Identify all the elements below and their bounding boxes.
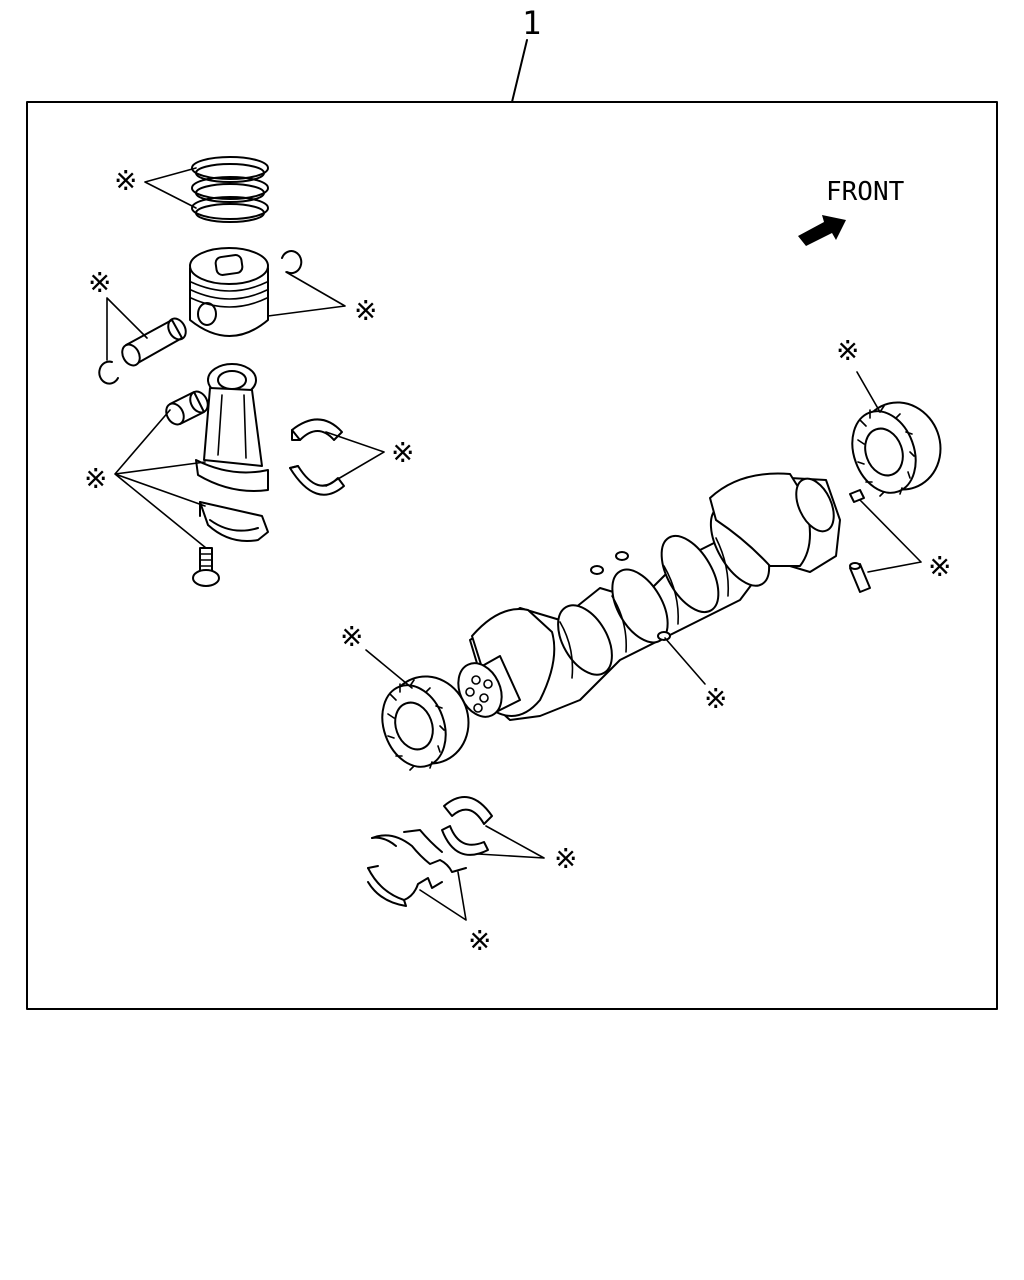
connecting-rod-bolt [192, 547, 220, 587]
crankshaft-gear-rear [851, 401, 942, 497]
connecting-rod-bushing [165, 390, 209, 426]
piston-pin-snap-ring-left [98, 360, 119, 385]
kit-frame [26, 101, 998, 1010]
kit-marker-piston: ※ [354, 294, 377, 327]
crankshaft-gear-front [381, 675, 470, 771]
connecting-rod-bearing-upper [291, 418, 343, 441]
kit-marker-piston-rings: ※ [114, 164, 137, 197]
kit-marker-piston-pin: ※ [88, 266, 111, 299]
kit-marker-main-bearings: ※ [554, 842, 577, 875]
main-bearing-upper [441, 796, 493, 856]
thrust-washers [367, 829, 467, 907]
piston [189, 247, 269, 337]
kit-marker-gear-front: ※ [340, 620, 363, 653]
front-arrow-icon [798, 215, 846, 246]
connecting-rod-cap [199, 501, 269, 542]
callout-number: 1 [522, 4, 541, 42]
connecting-rod [195, 363, 269, 492]
kit-marker-crankshaft: ※ [704, 682, 727, 715]
piston-rings [191, 156, 269, 223]
kit-marker-rod-bearings: ※ [391, 436, 414, 469]
front-label: FRONT [826, 177, 905, 207]
crankshaft-dowel-pin-upper [849, 489, 865, 503]
connecting-rod-bearing-lower [289, 465, 345, 496]
kit-marker-gear-rear: ※ [836, 334, 859, 367]
leader-lines [106, 167, 922, 921]
crankshaft-dowel-pin-lower [849, 562, 871, 593]
kit-marker-thrust-washers: ※ [468, 924, 491, 957]
crankshaft [457, 472, 841, 721]
kit-marker-dowel-pins: ※ [928, 550, 951, 583]
kit-marker-connecting-rod: ※ [84, 462, 107, 495]
piston-pin-snap-ring-right [281, 250, 303, 275]
callout-leader [511, 39, 528, 103]
piston-pin [121, 317, 187, 367]
